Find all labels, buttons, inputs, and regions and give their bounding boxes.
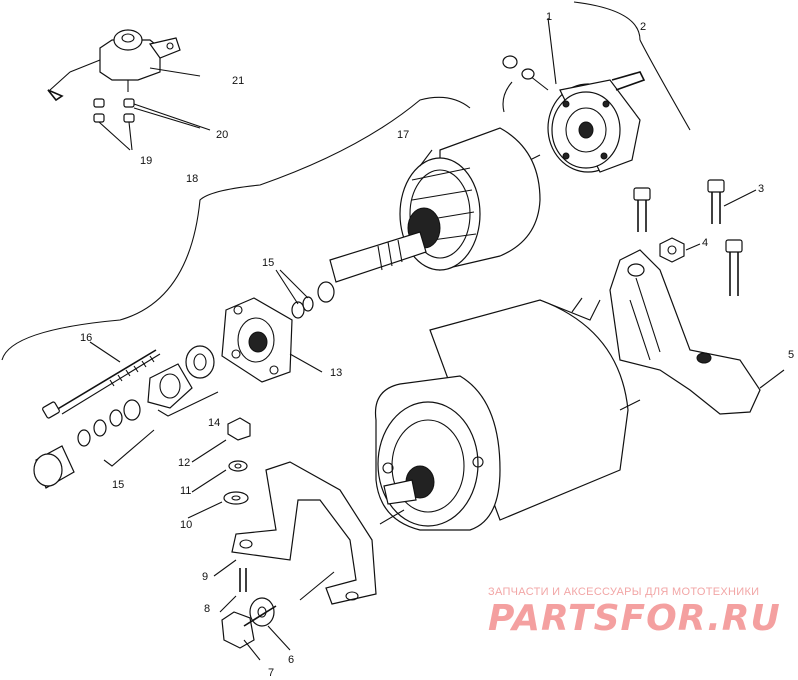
parts-14-12-11-10-hardware xyxy=(187,417,251,519)
callout-7: 7 xyxy=(268,667,275,679)
callout-4: 4 xyxy=(702,237,709,249)
part-16-through-bolt xyxy=(42,341,161,419)
callout-13: 13 xyxy=(330,367,343,379)
part-17-armature xyxy=(317,127,541,303)
watermark-tagline: ЗАПЧАСТИ И АКСЕССУАРЫ ДЛЯ МОТОТЕХНИКИ xyxy=(488,586,760,598)
parts-8-7-6-bolt-washer xyxy=(219,568,291,661)
callout-10: 10 xyxy=(180,519,193,531)
callout-12: 12 xyxy=(178,457,191,469)
callout-5: 5 xyxy=(788,349,795,361)
callout-19: 19 xyxy=(140,155,153,167)
starter-motor-housing xyxy=(374,297,641,531)
callout-21: 21 xyxy=(232,75,245,87)
watermark-logo: PARTSFOR.RU xyxy=(488,598,781,639)
callout-6: 6 xyxy=(288,654,295,666)
callout-8: 8 xyxy=(204,603,211,615)
callout-18: 18 xyxy=(186,173,199,185)
callout-17: 17 xyxy=(397,129,410,141)
assembly-18-bracket xyxy=(1,96,471,361)
part-9-lower-bracket xyxy=(213,461,377,605)
callout-14: 14 xyxy=(208,417,221,429)
callout-20: 20 xyxy=(216,129,229,141)
part-15-drive-assembly xyxy=(33,345,219,489)
callout-11: 11 xyxy=(180,485,192,497)
part-19-20-nuts xyxy=(93,98,211,151)
callout-15-lower: 15 xyxy=(112,479,125,491)
parts-3-4-bolts-nut xyxy=(633,179,757,296)
callout-3: 3 xyxy=(758,183,765,195)
part-5-mounting-bracket xyxy=(609,249,785,415)
callout-16: 16 xyxy=(80,332,93,344)
callout-15-upper: 15 xyxy=(262,257,275,269)
part-1-end-cap xyxy=(502,1,691,173)
callout-1: 1 xyxy=(546,11,553,23)
part-13-end-plate xyxy=(221,297,323,383)
callout-2: 2 xyxy=(640,21,647,33)
callout-9: 9 xyxy=(202,571,209,583)
part-15-washers-upper xyxy=(275,269,314,319)
part-21-relay xyxy=(47,29,201,102)
